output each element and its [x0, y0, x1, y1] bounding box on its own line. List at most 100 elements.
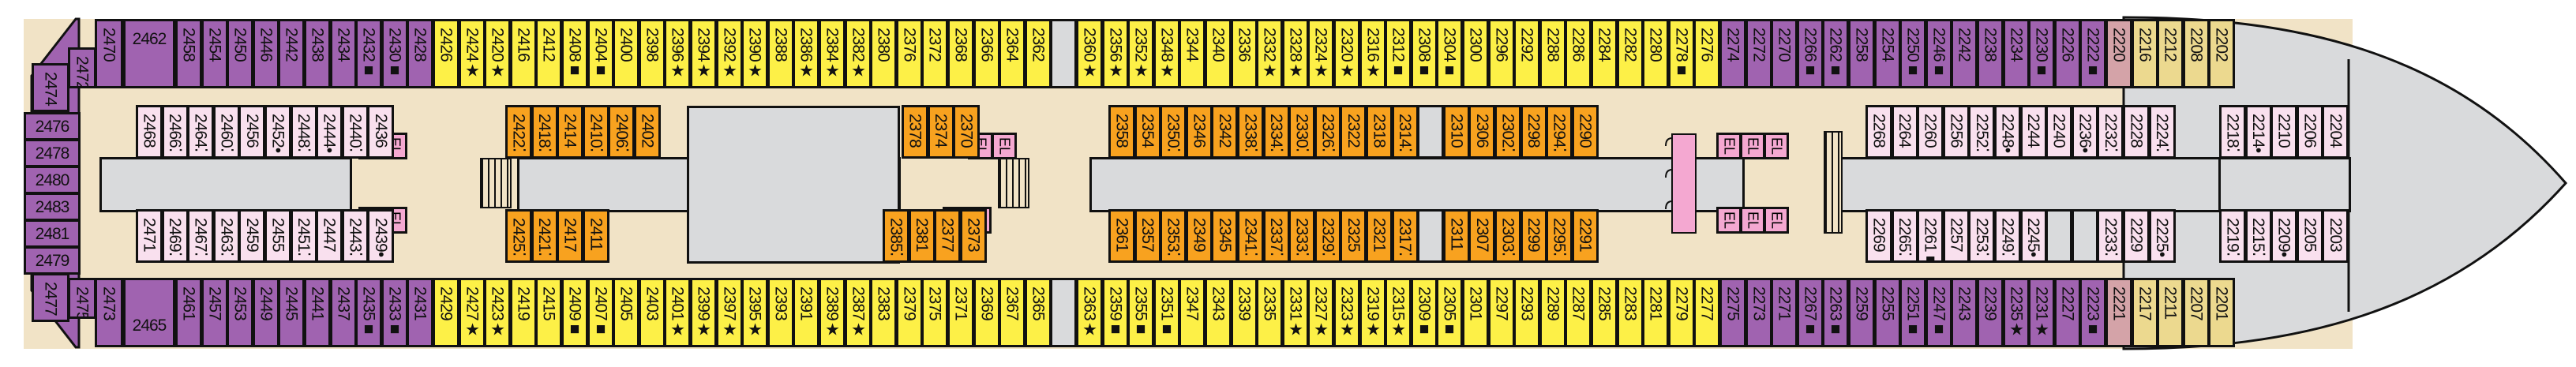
cabin-2351[interactable]: 2351■: [1153, 278, 1180, 347]
cabin-2333[interactable]: 2333⁚: [1288, 209, 1316, 263]
cabin-2309[interactable]: 2309■: [1411, 278, 1438, 347]
cabin-2243[interactable]: 2243: [1951, 278, 1978, 347]
cabin-2264[interactable]: 2264: [1891, 105, 1918, 159]
cabin-2289[interactable]: 2289: [1539, 278, 1566, 347]
cabin-2406[interactable]: 2406⁚: [608, 105, 636, 159]
cabin-2346[interactable]: 2346: [1185, 105, 1213, 159]
cabin-2293[interactable]: 2293: [1513, 278, 1540, 347]
cabin-2246[interactable]: 2246■: [1925, 19, 1952, 88]
cabin-2306[interactable]: 2306: [1468, 105, 1496, 159]
cabin-2286[interactable]: 2286: [1565, 19, 1592, 88]
cabin-2437[interactable]: 2437: [330, 278, 357, 347]
cabin-2317[interactable]: 2317⁚: [1391, 209, 1419, 263]
cabin-2362[interactable]: 2362: [1025, 19, 1052, 88]
cabin-2476[interactable]: 2476: [24, 112, 81, 140]
cabin-2427[interactable]: 2427★: [459, 278, 486, 347]
cabin-2301[interactable]: 2301: [1462, 278, 1489, 347]
cabin-2266[interactable]: 2266■: [1797, 19, 1824, 88]
cabin-2247[interactable]: 2247■: [1925, 278, 1952, 347]
cabin-2420[interactable]: 2420★: [484, 19, 511, 88]
cabin-2451[interactable]: 2451⁚: [290, 209, 317, 263]
cabin-2359[interactable]: 2359■: [1102, 278, 1129, 347]
cabin-2368[interactable]: 2368: [947, 19, 974, 88]
cabin-2429[interactable]: 2429: [433, 278, 459, 347]
cabin-2392[interactable]: 2392★: [716, 19, 743, 88]
cabin-2227[interactable]: 2227: [2054, 278, 2081, 347]
cabin-2234[interactable]: 2234: [2003, 19, 2030, 88]
cabin-2208[interactable]: 2208: [2183, 19, 2210, 88]
cabin-2228[interactable]: 2228: [2123, 105, 2150, 159]
cabin-2219[interactable]: 2219⁚: [2219, 209, 2246, 263]
cabin-2395[interactable]: 2395★: [741, 278, 768, 347]
cabin-2290[interactable]: 2290: [1571, 105, 1599, 159]
cabin-2363[interactable]: 2363★: [1076, 278, 1103, 347]
cabin-2277[interactable]: 2277: [1693, 278, 1720, 347]
cabin-2268[interactable]: 2268: [1865, 105, 1892, 159]
cabin-2284[interactable]: 2284: [1591, 19, 1618, 88]
cabin-2232[interactable]: 2232⁚: [2097, 105, 2124, 159]
cabin-2250[interactable]: 2250■: [1899, 19, 1926, 88]
cabin-2280[interactable]: 2280: [1642, 19, 1669, 88]
cabin-2287[interactable]: 2287: [1565, 278, 1592, 347]
cabin-2320[interactable]: 2320★: [1333, 19, 1360, 88]
cabin-2432[interactable]: 2432■: [355, 19, 382, 88]
cabin-2349[interactable]: 2349: [1185, 209, 1213, 263]
cabin-2354[interactable]: 2354: [1134, 105, 1161, 159]
cabin-2373[interactable]: 2373: [959, 209, 987, 263]
cabin-2256[interactable]: 2256: [1942, 105, 1970, 159]
cabin-2398[interactable]: 2398: [639, 19, 666, 88]
cabin-2477[interactable]: 2477: [32, 273, 69, 322]
cabin-2231[interactable]: 2231★: [2028, 278, 2055, 347]
cabin-2215[interactable]: 2215⁚: [2244, 209, 2272, 263]
cabin-2239[interactable]: 2239: [1977, 278, 2004, 347]
cabin-2257[interactable]: 2257: [1942, 209, 1970, 263]
cabin-2445[interactable]: 2445: [278, 278, 305, 347]
cabin-2322[interactable]: 2322: [1340, 105, 1367, 159]
cabin-2424[interactable]: 2424★: [459, 19, 486, 88]
cabin-2297[interactable]: 2297: [1488, 278, 1515, 347]
cabin-2314[interactable]: 2314⁚: [1391, 105, 1419, 159]
cabin-2337[interactable]: 2337⁚: [1262, 209, 1290, 263]
cabin-2295[interactable]: 2295⁚: [1546, 209, 1573, 263]
cabin-2345[interactable]: 2345: [1211, 209, 1239, 263]
cabin-2323[interactable]: 2323★: [1333, 278, 1360, 347]
cabin-2303[interactable]: 2303⁚: [1494, 209, 1521, 263]
cabin-2344[interactable]: 2344: [1179, 19, 1206, 88]
cabin-2296[interactable]: 2296: [1488, 19, 1515, 88]
cabin-2463[interactable]: 2463⁚: [212, 209, 240, 263]
cabin-2207[interactable]: 2207: [2183, 278, 2210, 347]
cabin-2405[interactable]: 2405: [613, 278, 639, 347]
cabin-2450[interactable]: 2450: [227, 19, 253, 88]
cabin-2483[interactable]: 2483: [24, 193, 81, 221]
cabin-2281[interactable]: 2281: [1642, 278, 1669, 347]
cabin-2394[interactable]: 2394★: [690, 19, 717, 88]
cabin-2475[interactable]: 2475: [68, 278, 96, 319]
cabin-2210[interactable]: 2210: [2270, 105, 2298, 159]
cabin-2310[interactable]: 2310: [1442, 105, 1470, 159]
cabin-2370[interactable]: 2370: [953, 105, 981, 159]
cabin-2339[interactable]: 2339: [1231, 278, 1258, 347]
cabin-2436[interactable]: 2436: [367, 105, 395, 159]
cabin-2380[interactable]: 2380: [870, 19, 897, 88]
cabin-2316[interactable]: 2316★: [1359, 19, 1386, 88]
cabin-2305[interactable]: 2305■: [1436, 278, 1463, 347]
cabin-2393[interactable]: 2393: [767, 278, 794, 347]
cabin-2335[interactable]: 2335: [1256, 278, 1283, 347]
cabin-2274[interactable]: 2274: [1719, 19, 1746, 88]
cabin-2240[interactable]: 2240: [2045, 105, 2073, 159]
cabin-2430[interactable]: 2430■: [381, 19, 408, 88]
cabin-2212[interactable]: 2212: [2157, 19, 2184, 88]
cabin-2407[interactable]: 2407■: [587, 278, 614, 347]
cabin-2360[interactable]: 2360★: [1076, 19, 1103, 88]
cabin-2361[interactable]: 2361: [1108, 209, 1135, 263]
cabin-2386[interactable]: 2386★: [793, 19, 819, 88]
cabin-2447[interactable]: 2447: [316, 209, 343, 263]
cabin-2385[interactable]: 2385⁚: [883, 209, 909, 263]
cabin-2285[interactable]: 2285: [1591, 278, 1618, 347]
cabin-2369[interactable]: 2369: [973, 278, 1000, 347]
cabin-2467[interactable]: 2467⁚: [187, 209, 215, 263]
cabin-2417[interactable]: 2417: [557, 209, 584, 263]
cabin-2272[interactable]: 2272: [1745, 19, 1772, 88]
cabin-2218[interactable]: 2218⁚: [2219, 105, 2246, 159]
cabin-2318[interactable]: 2318: [1366, 105, 1393, 159]
